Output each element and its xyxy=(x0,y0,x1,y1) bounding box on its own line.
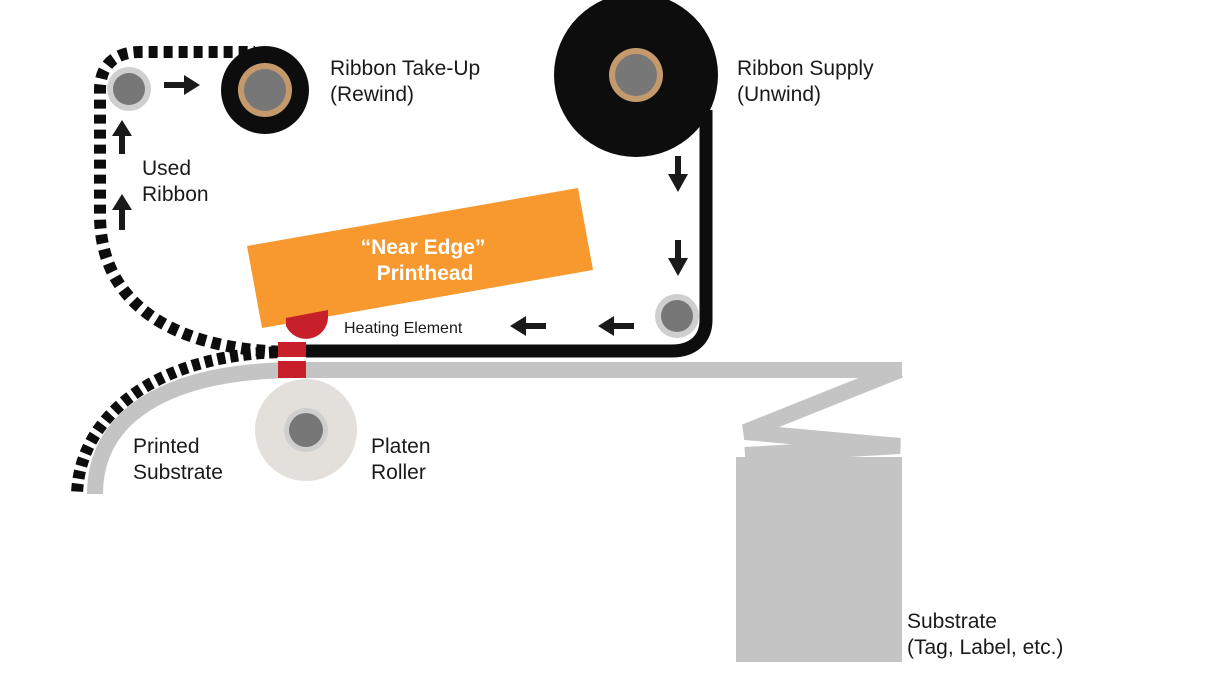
printed-substrate-label-line1: Printed xyxy=(133,435,200,458)
heating-element-bulge xyxy=(286,310,328,339)
printhead: “Near Edge” Printhead xyxy=(247,188,593,339)
printed-substrate-label-line2: Substrate xyxy=(133,461,223,484)
arrow-left-icon xyxy=(598,316,634,336)
supply-core xyxy=(615,54,657,96)
platen-core xyxy=(289,413,323,447)
arrow-down-icon xyxy=(668,240,688,276)
platen-roller-label-line2: Roller xyxy=(371,461,426,484)
substrate-label-line1: Substrate xyxy=(907,610,997,633)
printhead-body xyxy=(247,188,593,328)
substrate-label-line2: (Tag, Label, etc.) xyxy=(907,636,1063,659)
heating-element-label: Heating Element xyxy=(344,320,463,337)
printhead-label-line2: Printhead xyxy=(377,262,474,285)
substrate-stack-block xyxy=(736,457,902,662)
substrate-stack xyxy=(736,362,903,662)
direction-arrows xyxy=(112,75,688,336)
idler-core xyxy=(661,300,693,332)
takeup-core xyxy=(244,69,286,111)
idler-core xyxy=(113,73,145,105)
idler-roller-bottom-right xyxy=(655,294,699,338)
idler-roller-top-left xyxy=(107,67,151,111)
platen-roller-label-line1: Platen xyxy=(371,435,431,458)
supply-label-line2: (Unwind) xyxy=(737,83,821,106)
printed-ink-layer xyxy=(71,346,291,495)
heating-contact-gap xyxy=(278,357,306,361)
arrow-up-icon xyxy=(112,194,132,230)
arrow-up-icon xyxy=(112,120,132,154)
substrate-fanfold xyxy=(742,362,903,463)
used-ribbon-label-line2: Ribbon xyxy=(142,183,209,206)
ribbon-takeup-roll xyxy=(221,46,309,134)
arrow-down-icon xyxy=(668,156,688,192)
supply-label-line1: Ribbon Supply xyxy=(737,57,874,80)
takeup-label-line1: Ribbon Take-Up xyxy=(330,57,480,80)
printhead-label-line1: “Near Edge” xyxy=(361,236,486,259)
ribbon-supply-roll xyxy=(554,0,718,157)
arrow-right-icon xyxy=(164,75,200,95)
arrow-left-icon xyxy=(510,316,546,336)
used-ribbon-path xyxy=(94,46,296,358)
substrate-web xyxy=(87,362,902,495)
takeup-label-line2: (Rewind) xyxy=(330,83,414,106)
fresh-ribbon-path xyxy=(290,110,713,358)
used-ribbon-label-line1: Used xyxy=(142,157,191,180)
platen-roller xyxy=(255,379,357,481)
